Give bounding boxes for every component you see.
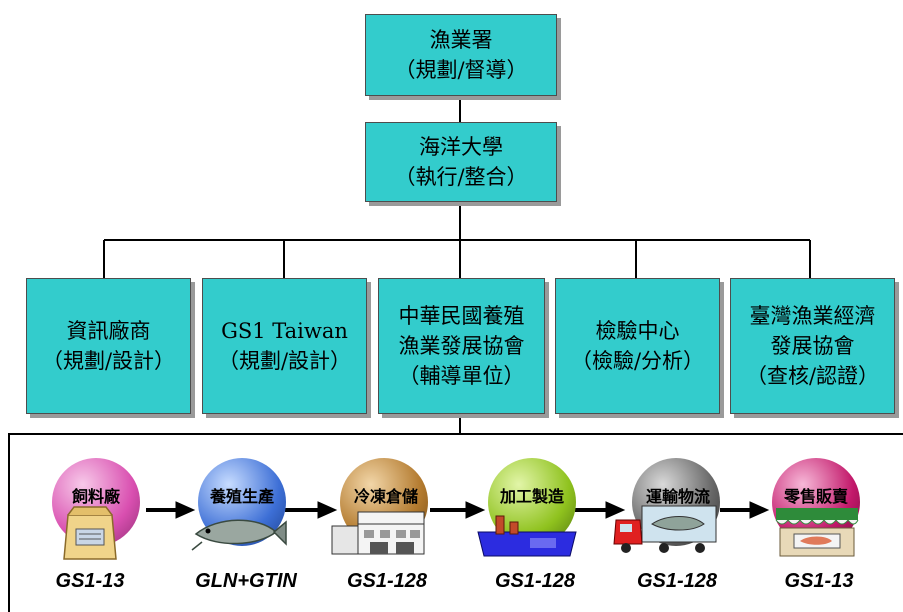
unit-line: 漁業發展協會: [398, 334, 525, 358]
unit-line: 臺灣漁業經濟: [749, 304, 876, 328]
unit-line: （檢驗/分析）: [570, 349, 705, 373]
unit-line: （查核/認證）: [745, 364, 880, 388]
unit-line: （規劃/設計）: [217, 349, 352, 373]
fish-icon: [191, 519, 287, 551]
fisheries-agency-role: （規劃/督導）: [394, 58, 528, 82]
unit-box-gs1-taiwan: GS1 Taiwan （規劃/設計）: [202, 278, 367, 414]
stage-code-logistics: GS1-128: [636, 570, 718, 592]
unit-line: 發展協會: [770, 334, 855, 358]
factory-icon: [477, 515, 577, 557]
unit-box-it-vendor: 資訊廠商 （規劃/設計）: [26, 278, 191, 414]
ocean-university-name: 海洋大學: [419, 135, 503, 159]
unit-line: （輔導單位）: [398, 364, 525, 388]
ocean-university-box: 海洋大學 （執行/整合）: [365, 122, 557, 202]
unit-box-aquaculture-association: 中華民國養殖 漁業發展協會 （輔導單位）: [378, 278, 545, 414]
unit-line: 中華民國養殖: [398, 304, 525, 328]
store-icon: [775, 508, 859, 557]
stage-label-retail: 零售販賣: [783, 487, 848, 506]
stage-code-retail: GS1-13: [784, 570, 854, 592]
stage-label-cold-storage: 冷凍倉儲: [353, 487, 418, 506]
truck-icon: [613, 505, 717, 553]
unit-line: GS1 Taiwan: [221, 319, 348, 343]
feed-bag-icon: [63, 506, 117, 560]
unit-line: （規劃/設計）: [41, 349, 176, 373]
stage-label-feed-mill: 飼料廠: [71, 487, 120, 506]
stage-label-processing: 加工製造: [499, 487, 564, 506]
stage-label-logistics: 運輸物流: [645, 487, 710, 506]
stage-code-feed-mill: GS1-13: [55, 570, 125, 592]
unit-line: 資訊廠商: [66, 319, 151, 343]
fisheries-agency-box: 漁業署 （規劃/督導）: [365, 14, 557, 96]
fisheries-agency-name: 漁業署: [429, 28, 493, 52]
stage-code-aquaculture: GLN+GTIN: [195, 570, 297, 592]
unit-box-fishery-economics-association: 臺灣漁業經濟 發展協會 （查核/認證）: [730, 278, 895, 414]
chain-arrows: [146, 501, 770, 519]
stage-label-aquaculture: 養殖生產: [209, 487, 274, 506]
warehouse-icon: [331, 511, 425, 555]
unit-line: 檢驗中心: [595, 319, 680, 343]
stage-code-processing: GS1-128: [494, 570, 576, 592]
stage-code-cold-storage: GS1-128: [346, 570, 428, 592]
ocean-university-role: （執行/整合）: [394, 165, 528, 189]
unit-box-inspection-center: 檢驗中心 （檢驗/分析）: [555, 278, 720, 414]
